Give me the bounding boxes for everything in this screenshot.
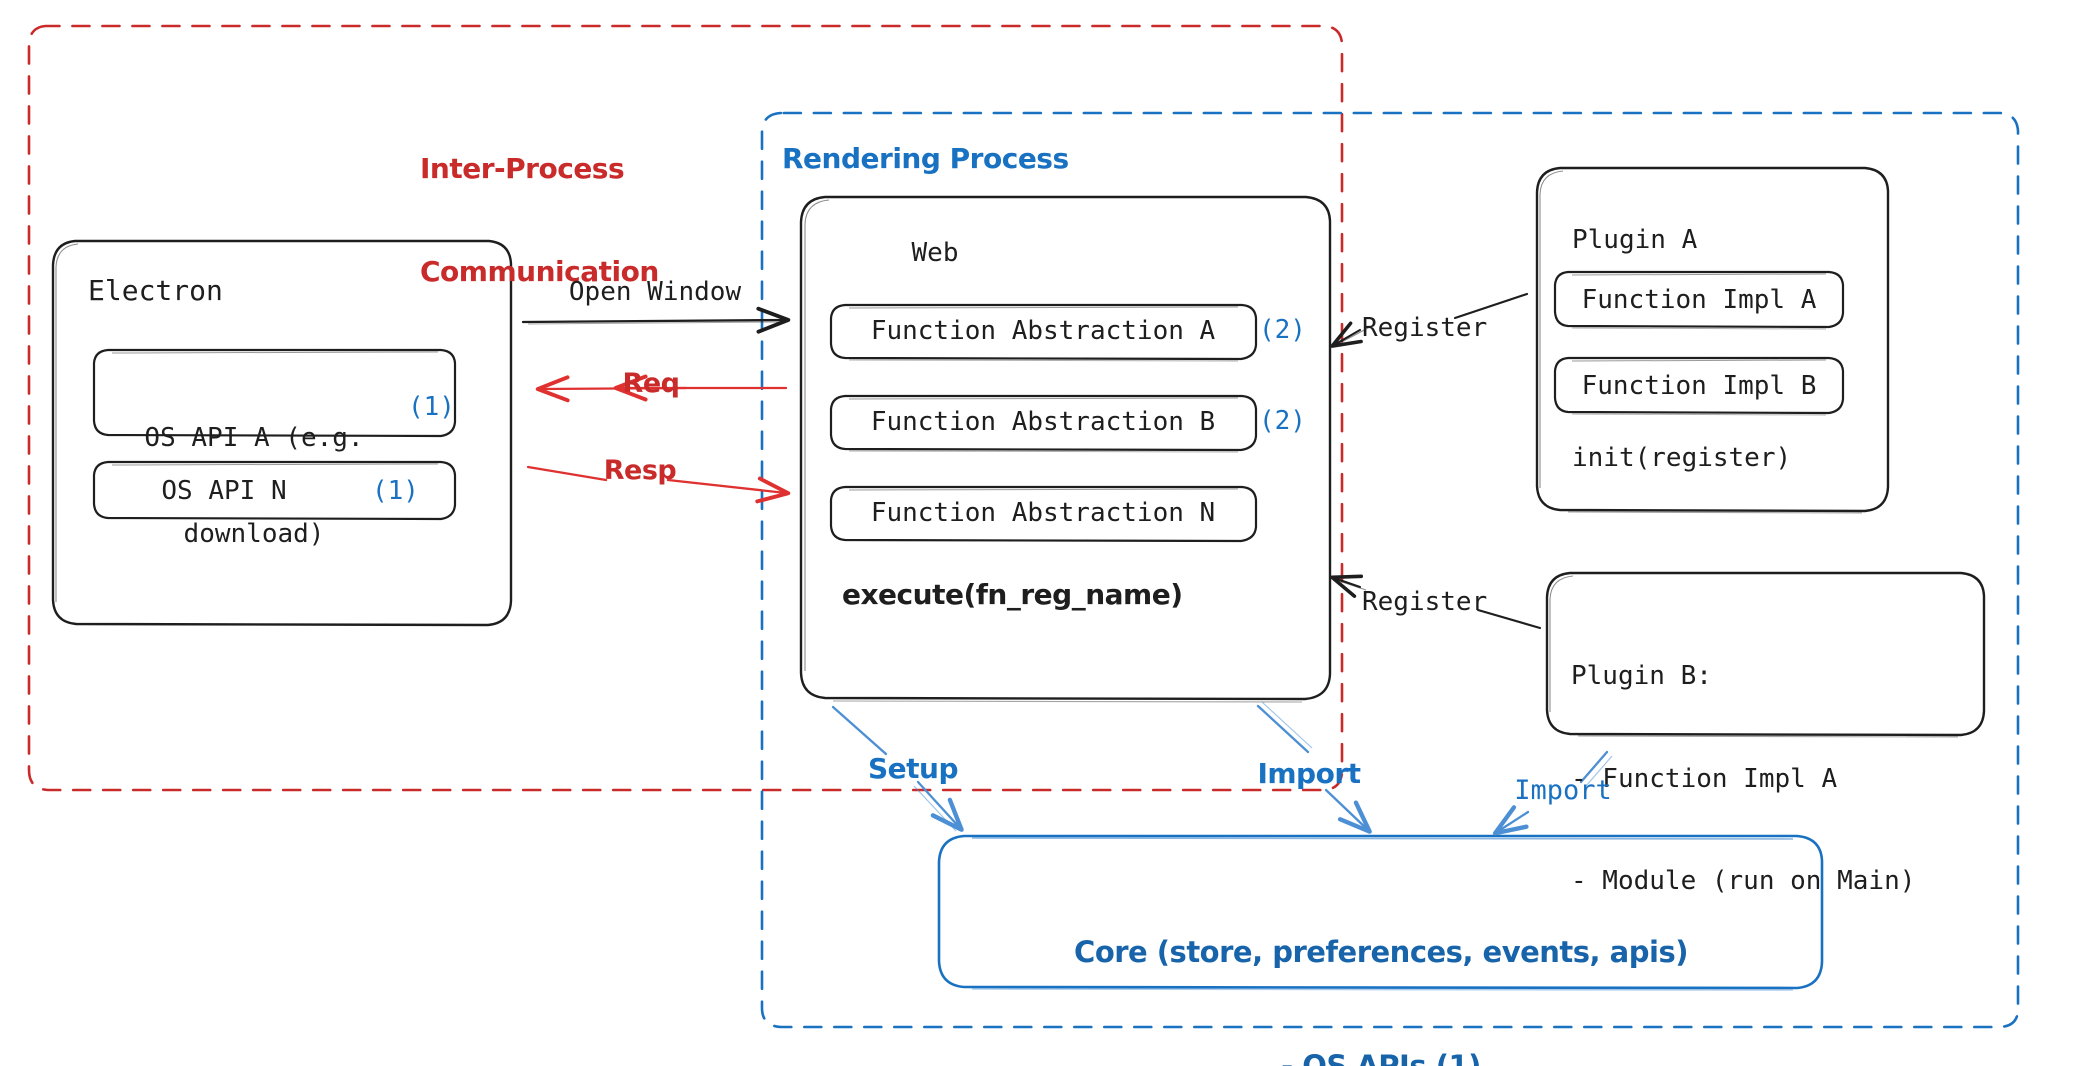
core-line-1: - OS APIs (1) [941,1047,1821,1066]
web-execute-label: execute(fn_reg_name) [842,578,1183,611]
ipc-boundary-label: Inter-Process Communication [420,84,659,357]
plugin-b-title: Plugin B: [1571,661,1712,692]
ipc-boundary-label-line2: Communication [420,254,659,288]
os-api-a-marker: (1) [408,392,455,422]
electron-title: Electron [88,274,223,307]
arrow-label-import-web: Import [1257,757,1361,790]
arrow-label-import-plugin-b: Import [1514,775,1612,806]
web-box-shape [799,195,1332,703]
function-abstraction-n-label: Function Abstraction N [870,498,1216,528]
plugin-a-title: Plugin A [1572,225,1698,255]
web-title: Web [911,238,959,268]
function-abstraction-b-marker: (2) [1259,406,1306,436]
function-impl-b-label: Function Impl B [1581,371,1817,401]
os-api-a-label-line1: OS API A (e.g. [144,423,364,454]
ipc-boundary-label-line1: Inter-Process [420,152,625,186]
os-api-n-marker: (1) [372,476,419,506]
arrow-label-register-plugin-b: Register [1362,587,1488,617]
os-api-a-label: OS API A (e.g. download) [104,360,404,614]
function-abstraction-b-label: Function Abstraction B [870,407,1216,437]
arrow-label-open-window: Open Window [568,277,742,307]
rendering-process-label: Rendering Process [782,142,1069,175]
function-abstraction-a-marker: (2) [1259,315,1306,345]
core-content: Core (store, preferences, events, apis) … [941,856,1821,1066]
plugin-b-item-1: - Module (run on Main) [1571,865,1916,896]
function-impl-a-label: Function Impl A [1581,285,1817,315]
function-abstraction-a-label: Function Abstraction A [870,316,1216,346]
arrow-label-req: Req [622,368,680,399]
os-api-n-label: OS API N [161,476,287,506]
arrow-label-resp: Resp [603,455,677,486]
os-api-a-label-line2: download) [183,518,325,549]
core-line-0: Core (store, preferences, events, apis) [1074,934,1688,969]
arrow-label-register-plugin-a: Register [1362,313,1488,343]
plugin-b-content: Plugin B: - Function Impl A - Module (ru… [1571,598,1915,961]
plugin-a-init-label: init(register) [1572,443,1792,473]
arrow-label-setup: Setup [867,752,959,785]
plugin-b-item-0: - Function Impl A [1571,763,1838,794]
